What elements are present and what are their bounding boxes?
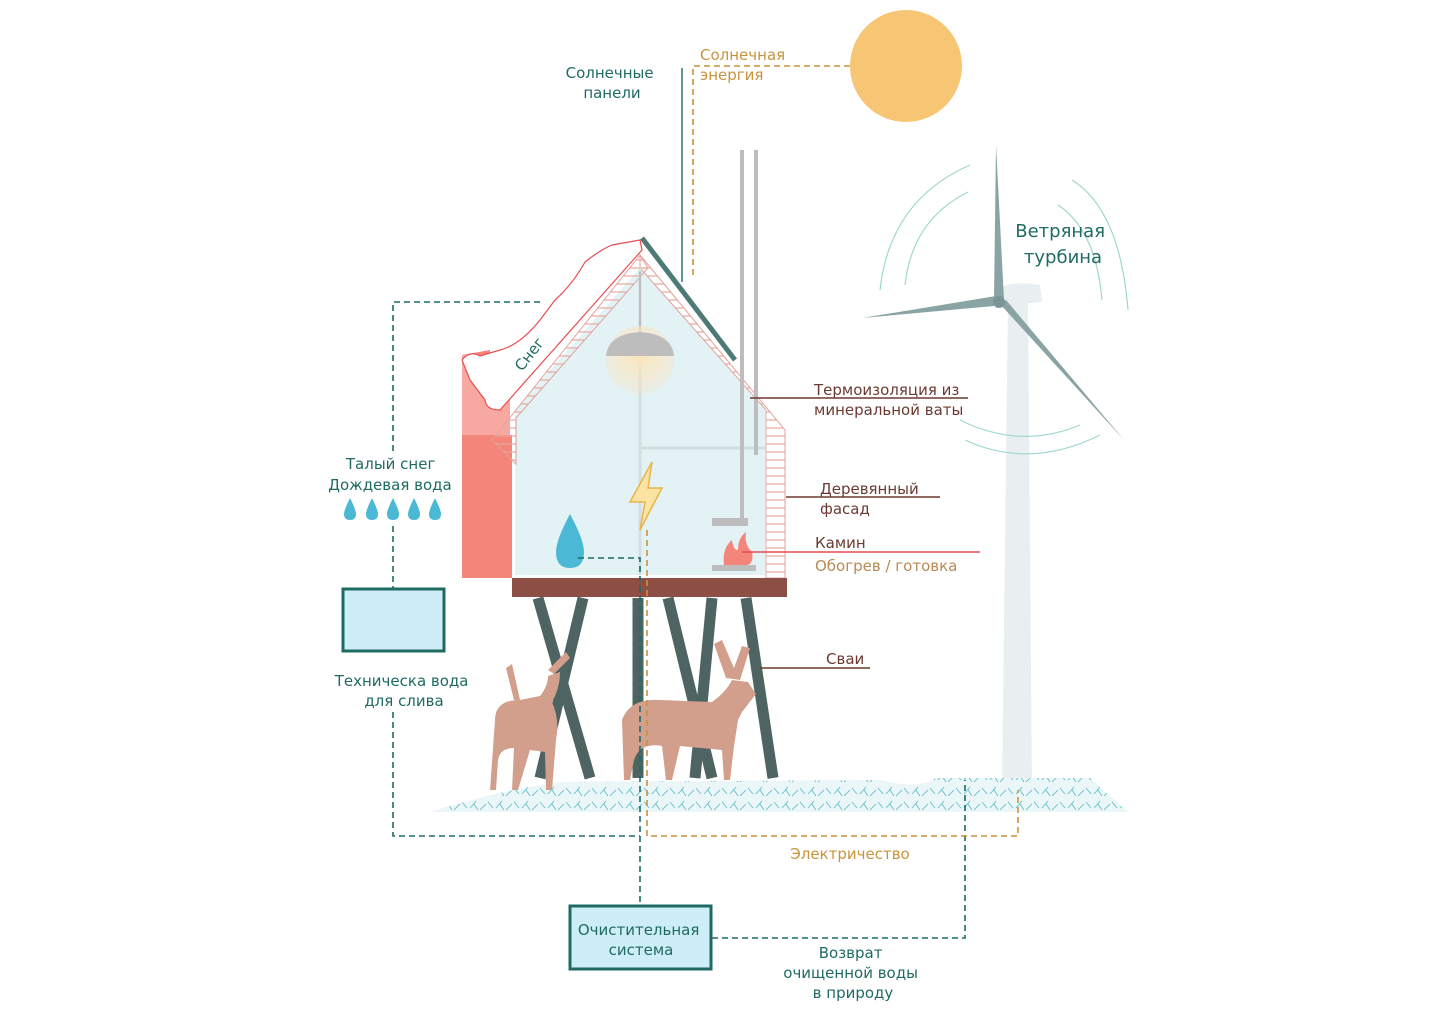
fireplace-hood: [712, 518, 748, 526]
wind-arcs: [879, 164, 1129, 455]
purification-system-box: [568, 904, 713, 971]
rain-drops-icon: [344, 498, 441, 520]
chimney: [740, 150, 758, 520]
wind-turbine-label: Ветряная турбина: [1015, 221, 1111, 268]
solar-energy-label: Солнечная энергия: [700, 46, 790, 84]
solar-energy-line: [692, 65, 850, 278]
insulation-label: Термоизоляция из минеральной ваты: [813, 381, 964, 419]
wind-turbine-hub: [993, 296, 1005, 308]
solar-panel: [640, 236, 737, 362]
electricity-lines: [646, 530, 1019, 837]
snow-melt-bottom: [462, 435, 512, 578]
floor-platform: [512, 578, 787, 597]
sun-icon: [850, 10, 962, 122]
fire-icon: [723, 532, 753, 565]
wind-turbine-nacelle: [996, 283, 1042, 306]
return-water-label: Возврат очищенной воды в природу: [783, 944, 922, 1002]
ground-snow-texture: [430, 778, 1128, 812]
wind-turbine-blade-right: [1000, 300, 1124, 440]
piles-label: Сваи: [826, 650, 864, 668]
facade-label: Деревянный фасад: [820, 480, 924, 518]
wind-turbine-tower: [1002, 300, 1032, 790]
roof-snow: [461, 239, 643, 411]
lightning-icon: [628, 461, 664, 531]
fireplace-sub-label: Обогрев / готовка: [815, 557, 957, 575]
electricity-label: Электричество: [790, 845, 909, 863]
water-drop-icon: [556, 514, 584, 568]
wind-turbine-blade-up: [994, 145, 1004, 300]
fireplace-label: Камин: [815, 534, 866, 552]
deer-right-icon: [622, 640, 756, 780]
tech-water-label: Техническа вода для слива: [334, 672, 474, 710]
melt-water-label: Талый снег Дождевая вода: [328, 455, 451, 494]
lamp-icon: [606, 332, 674, 356]
solar-panels-label: Солнечные панели: [566, 64, 659, 102]
wind-turbine-blade-left: [862, 296, 996, 318]
roof-insulation-left: [491, 254, 649, 466]
fireplace-base: [712, 565, 756, 571]
tech-water-tank: [341, 587, 446, 653]
purification-label: Очистительная система: [578, 921, 704, 959]
water-flow-lines: [392, 301, 966, 939]
leader-lines: [742, 397, 980, 669]
deer-left-icon: [490, 652, 570, 790]
